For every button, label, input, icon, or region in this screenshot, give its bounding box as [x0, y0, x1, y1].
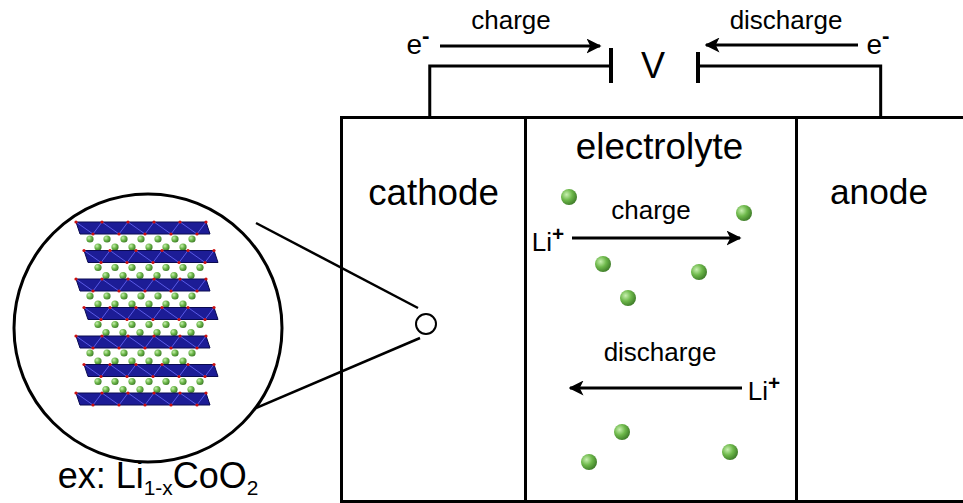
annotation-text: e — [406, 29, 422, 60]
label-group: e- — [866, 24, 889, 61]
formula-index: - — [422, 23, 429, 48]
annotation-text: V — [641, 45, 665, 86]
label-group: e- — [406, 24, 429, 61]
zoom-line — [256, 223, 418, 308]
formula-index: 1-x — [144, 476, 173, 499]
formula-index: 2 — [247, 476, 259, 499]
region-label: electrolyte — [524, 127, 795, 167]
cell-region: anode — [795, 116, 963, 503]
label-group: charge — [471, 6, 551, 35]
formula-index: + — [552, 222, 564, 245]
label-group: Li+ — [532, 223, 564, 257]
magnifier-circle — [14, 194, 282, 462]
crystal-structure — [74, 220, 218, 406]
annotation-text: charge — [611, 195, 691, 225]
label-group: Li+ — [748, 372, 780, 406]
cell-region: cathode — [340, 116, 527, 503]
ion-arrow — [572, 237, 740, 240]
annotation-text: CoO — [173, 455, 247, 496]
annotation-text: Li — [748, 376, 768, 406]
label-group: V — [641, 46, 665, 86]
formula-index: - — [882, 23, 889, 48]
annotation-text: discharge — [604, 337, 717, 367]
lithium-ions — [561, 189, 752, 470]
label-group: ex: Li1-xCoO2 — [58, 456, 259, 500]
cell-region: electrolyte — [524, 116, 798, 503]
formula-index: + — [768, 371, 780, 394]
electron-arrow — [440, 45, 600, 48]
annotation-text: Li — [532, 227, 552, 257]
label-group: discharge — [730, 6, 843, 35]
region-label: anode — [795, 173, 963, 212]
annotation-text: discharge — [730, 5, 843, 35]
label-group: discharge — [604, 338, 717, 367]
zoom-spot — [416, 314, 436, 334]
annotation-text: e — [866, 29, 882, 60]
annotation-text: ex: Li — [58, 455, 144, 496]
electron-arrow — [706, 44, 858, 47]
region-label: cathode — [343, 173, 524, 213]
ion-arrow — [570, 387, 742, 390]
label-group: charge — [611, 196, 691, 225]
annotation-text: charge — [471, 5, 551, 35]
